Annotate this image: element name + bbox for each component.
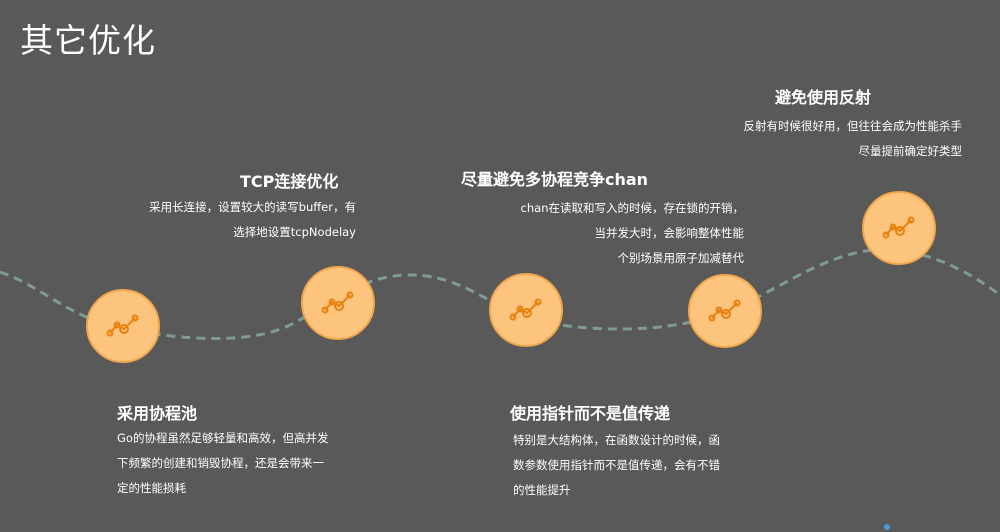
item-heading-3: 尽量避免多协程竞争chan [461, 170, 649, 189]
network-graph-icon [106, 314, 139, 337]
item-desc-5: 反射有时候很好用，但往往会成为性能杀手 尽量提前确定好类型 [743, 119, 963, 158]
item-heading-4: 使用指针而不是值传递 [510, 404, 671, 423]
timeline-node-1 [86, 289, 160, 363]
item-heading-5: 避免使用反射 [775, 88, 872, 107]
network-graph-icon [708, 299, 741, 322]
item-desc-1: Go的协程虽然足够轻量和高效，但高并发 下频繁的创建和销毁协程，还是会带来一 定… [117, 431, 329, 495]
item-heading-1: 采用协程池 [117, 404, 198, 423]
timeline-node-4 [688, 274, 762, 348]
network-graph-icon [509, 298, 542, 321]
item-heading-2: TCP连接优化 [240, 172, 339, 191]
item-desc-4: 特别是大结构体，在函数设计的时候，函 数参数使用指针而不是值传递，会有不错 的性… [513, 433, 720, 497]
page-title: 其它优化 [20, 21, 156, 60]
timeline-node-2 [301, 266, 375, 340]
item-desc-3: chan在读取和写入的时候，存在锁的开销， 当并发大时，会影响整体性能 个别场景… [520, 201, 744, 265]
timeline-node-3 [489, 273, 563, 347]
network-graph-icon [321, 291, 354, 314]
item-desc-2: 采用长连接，设置较大的读写buffer，有 选择地设置tcpNodelay [149, 200, 356, 239]
network-graph-icon [882, 216, 915, 239]
timeline-node-5 [862, 191, 936, 265]
corner-dot [884, 524, 890, 530]
